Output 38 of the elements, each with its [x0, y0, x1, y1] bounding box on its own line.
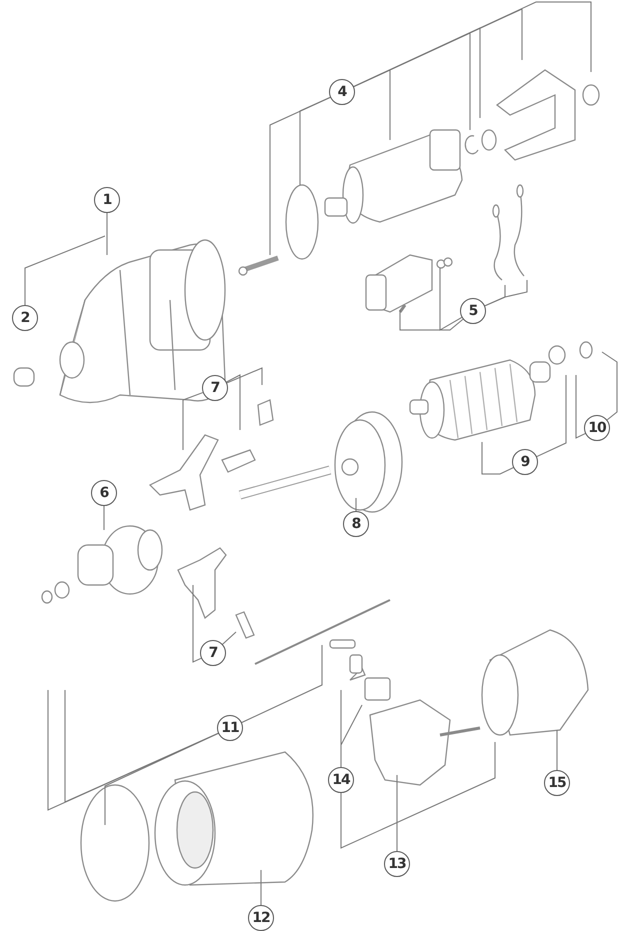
callout-number: 1 — [94, 187, 120, 213]
leader-line — [226, 367, 262, 386]
callout-number: 12 — [248, 905, 274, 931]
callout-number: 6 — [91, 480, 117, 506]
callout-number: 9 — [512, 449, 538, 475]
leader-line — [300, 96, 331, 186]
leader-line — [556, 730, 558, 770]
leader-line — [484, 280, 528, 306]
leader-line — [602, 352, 618, 420]
leader-line — [226, 374, 240, 430]
callout-number: 8 — [343, 511, 369, 537]
callout-number: 4 — [329, 79, 355, 105]
leader-line — [400, 310, 464, 330]
callout-number: 14 — [328, 767, 354, 793]
leader-line — [440, 268, 462, 331]
leader-line — [536, 374, 566, 458]
leader-line — [24, 236, 106, 306]
callout-number: 7 — [200, 640, 226, 666]
leader-line — [64, 690, 219, 803]
leader-line — [340, 742, 496, 849]
leader-line — [182, 392, 204, 450]
callout-number: 5 — [460, 298, 486, 324]
leader-line — [104, 732, 219, 826]
callout-number: 11 — [217, 715, 243, 741]
callout-number: 13 — [384, 851, 410, 877]
leader-line — [353, 2, 592, 88]
callout-number: 15 — [544, 770, 570, 796]
leader-line — [260, 870, 262, 906]
leader-line — [482, 442, 514, 474]
leader-line — [340, 704, 362, 768]
leader-line — [192, 584, 202, 663]
callout-number: 10 — [584, 415, 610, 441]
leader-line — [576, 374, 586, 439]
leader-line — [241, 644, 322, 723]
callout-number: 2 — [12, 305, 38, 331]
leader-line — [222, 632, 236, 645]
leader-line — [106, 212, 108, 256]
leader-line — [396, 774, 398, 852]
